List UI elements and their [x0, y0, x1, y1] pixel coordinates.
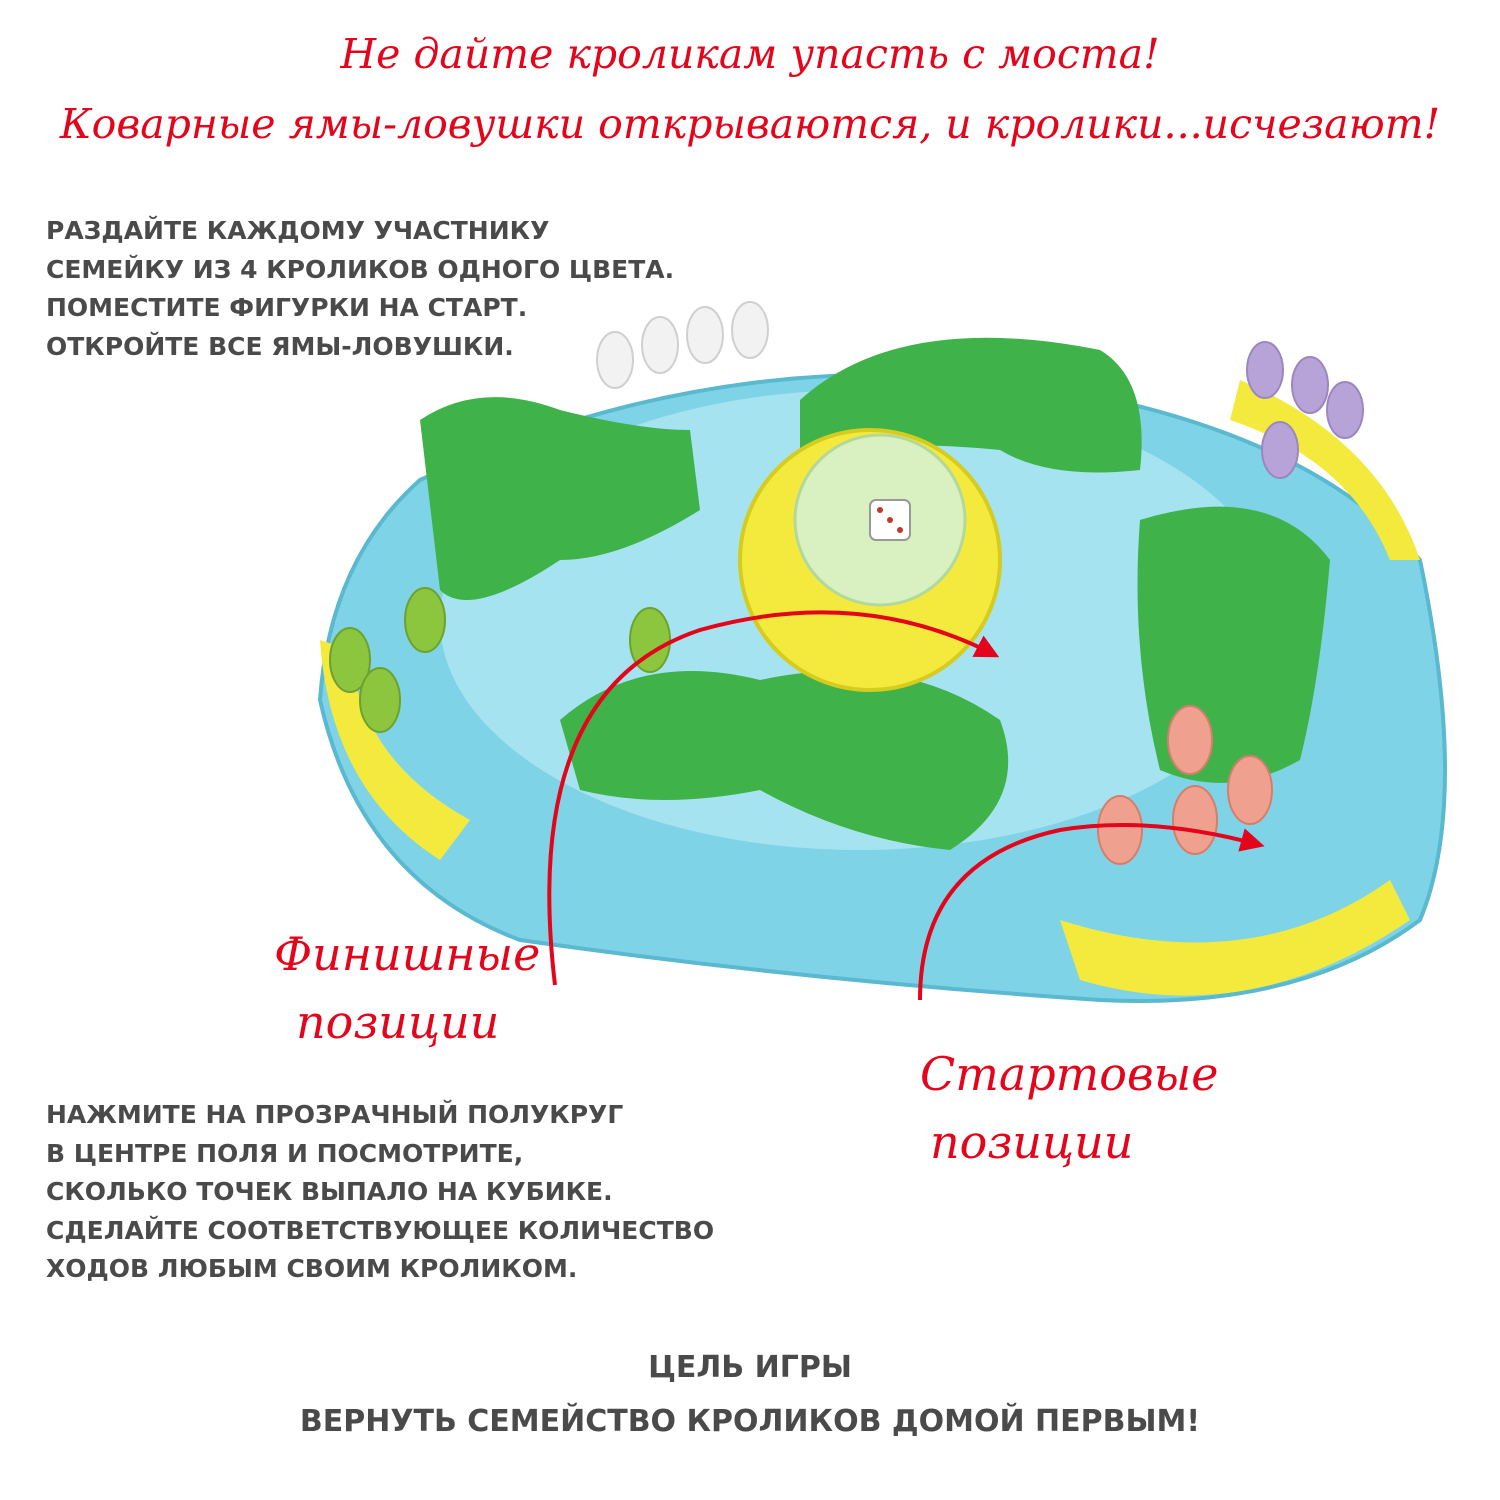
- arrow-icon: [918, 823, 1265, 1001]
- yellow-corner: [1060, 880, 1410, 996]
- headline-line-2: Коварные ямы-ловушки открываются, и крол…: [59, 100, 1441, 148]
- setup-line: РАЗДАЙТЕ КАЖДОМУ УЧАСТНИКУ: [46, 216, 550, 245]
- bunny-figure-icon: [596, 301, 769, 389]
- arrow-icon: [547, 610, 1000, 986]
- bunny-figure-icon: [1097, 705, 1273, 865]
- play-line: СДЕЛАЙТЕ СООТВЕТСТВУЮЩЕЕ КОЛИЧЕСТВО: [46, 1215, 715, 1245]
- yellow-corner: [320, 640, 470, 860]
- setup-instructions: РАЗДАЙТЕ КАЖДОМУ УЧАСТНИКУ СЕМЕЙКУ ИЗ 4 …: [46, 212, 674, 366]
- callout-finish-line-1: Финишные: [274, 927, 541, 981]
- play-line: ХОДОВ ЛЮБЫМ СВОИМ КРОЛИКОМ.: [46, 1254, 578, 1283]
- play-line: В ЦЕНТРЕ ПОЛЯ И ПОСМОТРИТЕ,: [46, 1138, 524, 1168]
- green-hill: [560, 671, 1009, 850]
- bunny-figure-icon: [1246, 341, 1364, 479]
- setup-line: СЕМЕЙКУ ИЗ 4 КРОЛИКОВ ОДНОГО ЦВЕТА.: [46, 254, 675, 284]
- setup-line: ПОМЕСТИТЕ ФИГУРКИ НА СТАРТ.: [46, 293, 528, 322]
- setup-line: ОТКРОЙТЕ ВСЕ ЯМЫ-ЛОВУШКИ.: [46, 331, 514, 361]
- goal-text: ВЕРНУТЬ СЕМЕЙСТВО КРОЛИКОВ ДОМОЙ ПЕРВЫМ!: [299, 1404, 1201, 1439]
- green-hill: [1137, 506, 1330, 783]
- callout-start-line-1: Стартовые: [920, 1047, 1219, 1101]
- play-instructions: НАЖМИТЕ НА ПРОЗРАЧНЫЙ ПОЛУКРУГ В ЦЕНТРЕ …: [46, 1096, 714, 1289]
- headline-line-1: Не дайте кроликам упасть с моста!: [340, 30, 1160, 78]
- bunny-figure-icon: [329, 587, 671, 733]
- play-line: СКОЛЬКО ТОЧЕК ВЫПАЛО НА КУБИКЕ.: [46, 1177, 613, 1206]
- callout-finish: Финишные позиции: [274, 920, 540, 1056]
- callout-start-line-2: позиции: [930, 1115, 1134, 1169]
- callout-start: Стартовые позиции: [920, 1040, 1218, 1176]
- green-hill: [420, 397, 700, 600]
- dice-icon: [869, 499, 911, 541]
- goal-title: ЦЕЛЬ ИГРЫ: [648, 1350, 852, 1385]
- callout-finish-line-2: позиции: [296, 995, 500, 1049]
- play-line: НАЖМИТЕ НА ПРОЗРАЧНЫЙ ПОЛУКРУГ: [46, 1100, 624, 1129]
